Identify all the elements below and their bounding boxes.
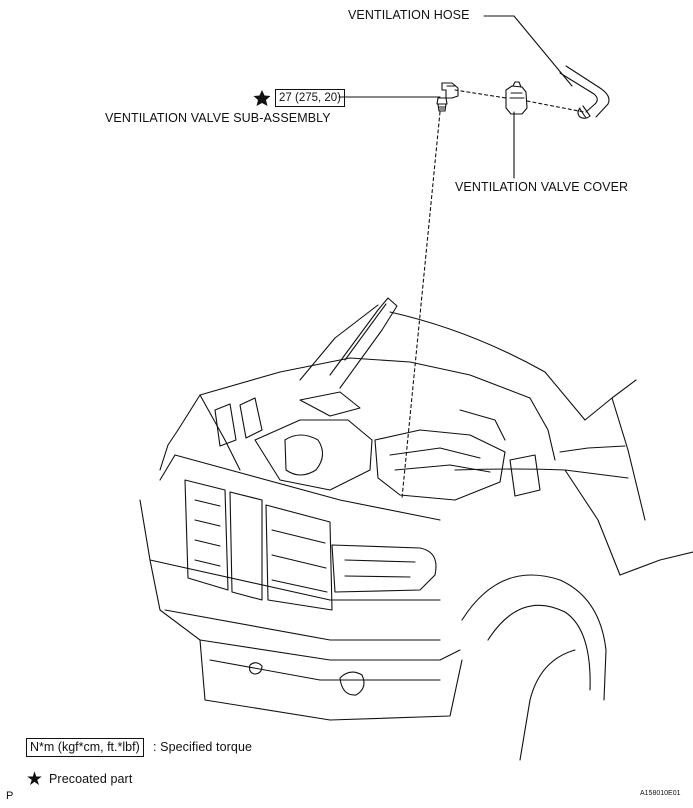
- label-ventilation-hose: VENTILATION HOSE: [348, 8, 470, 22]
- footer-left-mark: P: [6, 790, 14, 802]
- legend-torque-text: : Specified torque: [153, 740, 253, 754]
- label-ventilation-valve-sub-assembly: VENTILATION VALVE SUB-ASSEMBLY: [105, 111, 331, 125]
- leader-lines: [338, 15, 573, 179]
- torque-value-box: 27 (275, 20): [275, 89, 346, 107]
- legend-star-icon: ★: [26, 768, 44, 790]
- assembly-dashed-lines: [401, 89, 585, 499]
- figure-code: A158010E01: [640, 790, 681, 797]
- ventilation-hose-drawing: [559, 65, 610, 119]
- legend-precoated-text: Precoated part: [49, 772, 133, 786]
- ventilation-valve-drawing: [436, 82, 459, 112]
- valve-cover-drawing: [505, 81, 528, 115]
- star-icon: [253, 90, 271, 106]
- truck-engine-bay-drawing: [139, 297, 693, 761]
- legend-torque-box: N*m (kgf*cm, ft.*lbf): [26, 738, 144, 757]
- label-ventilation-valve-cover: VENTILATION VALVE COVER: [455, 180, 629, 194]
